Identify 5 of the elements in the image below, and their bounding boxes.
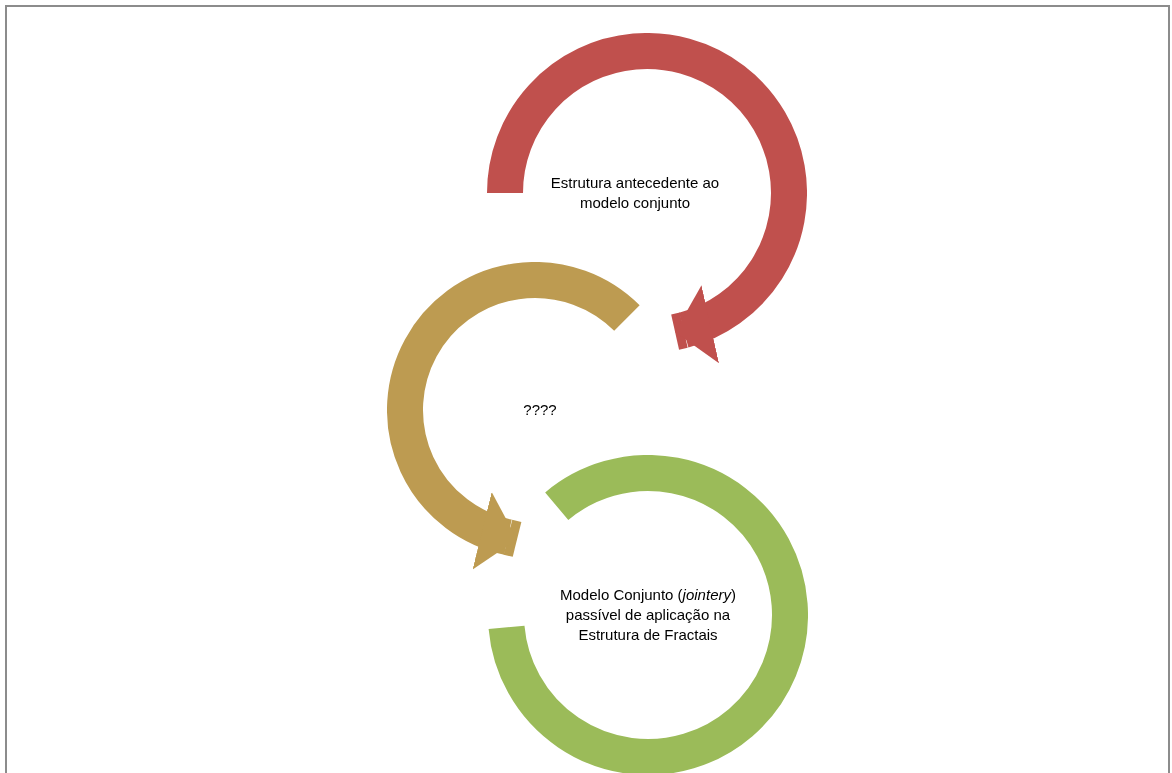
node-label: ???? (522, 400, 558, 420)
node-label: Modelo Conjunto (jointery) passível de aplicação na Estrutura de Fractais (559, 585, 737, 645)
arrow (671, 285, 719, 364)
arrow (472, 491, 522, 570)
node-label: Estrutura antecedente ao modelo conjunto (549, 173, 721, 213)
